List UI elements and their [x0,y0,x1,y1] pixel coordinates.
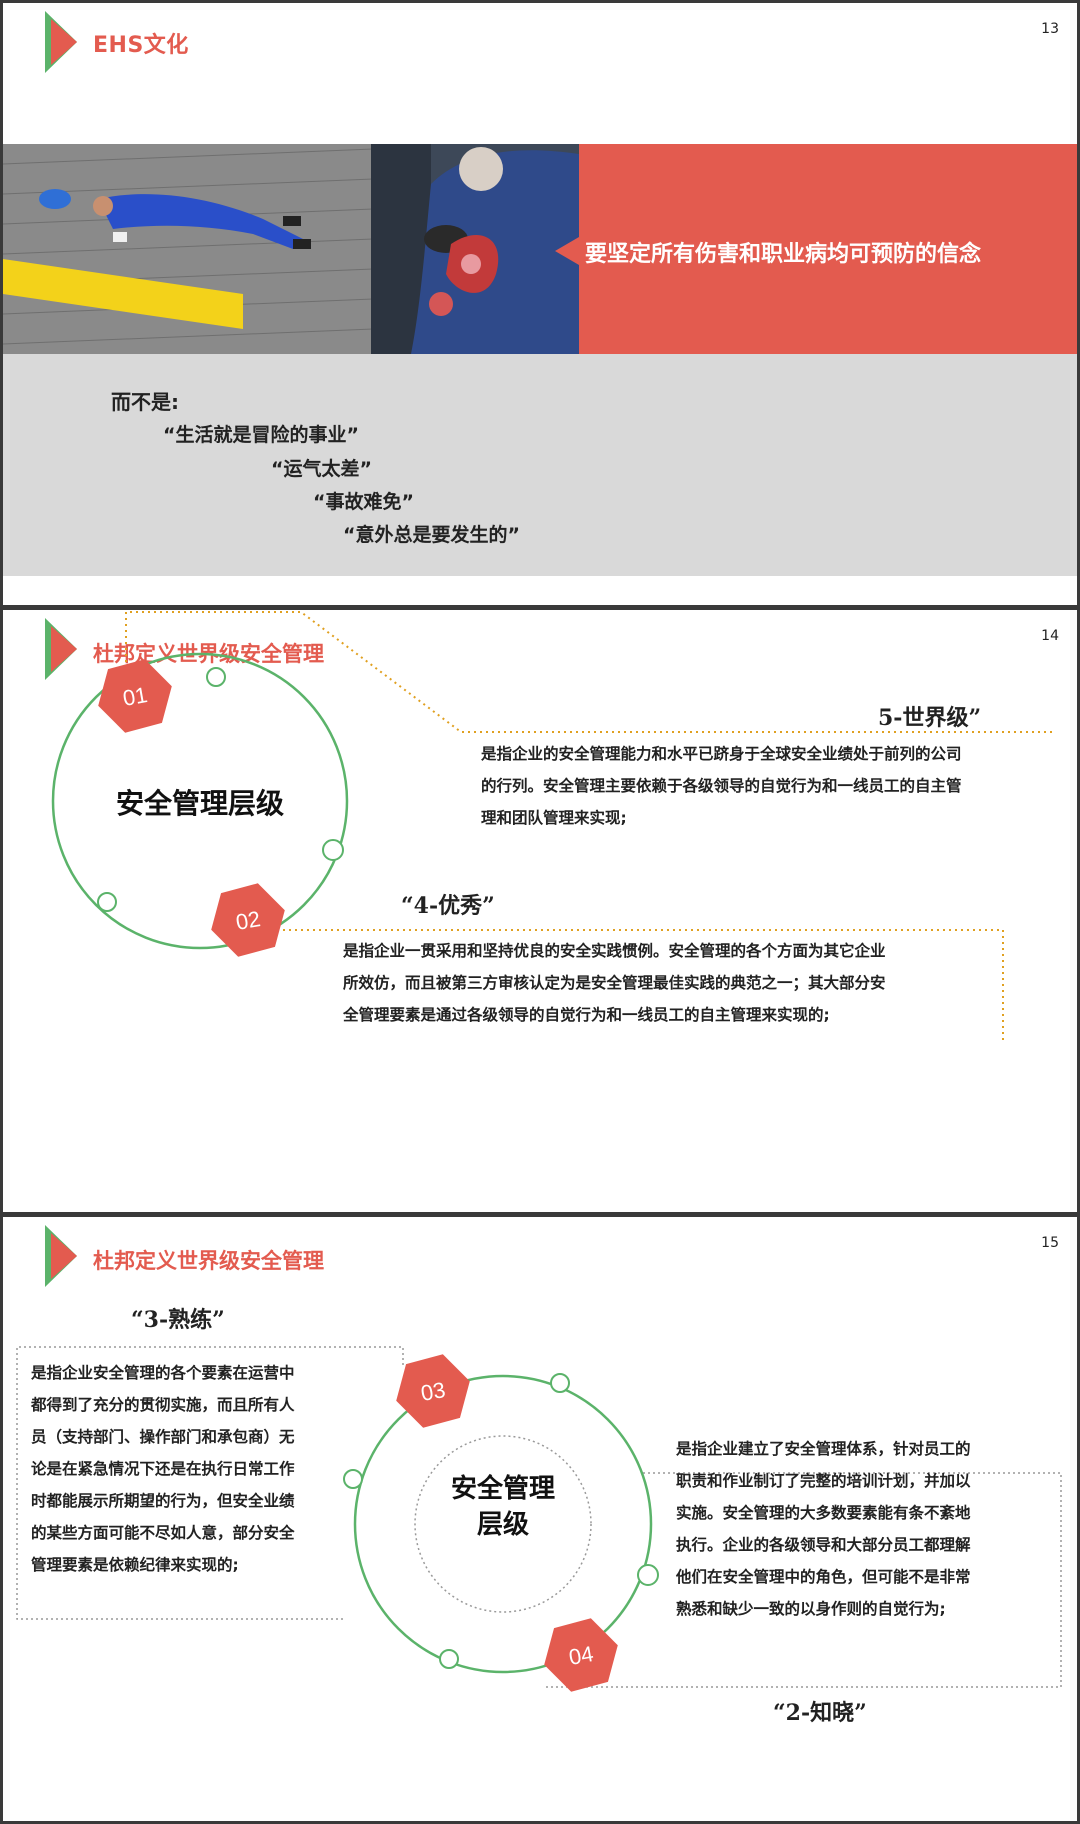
level3-line: 是指企业安全管理的各个要素在运营中 [31,1364,295,1382]
quote-4: “意外总是要发生的” [343,524,520,546]
ring-node [343,1469,363,1489]
brand-logo-icon [45,618,77,680]
hexagon-04: 04 [544,1618,618,1692]
hexagon-01-label: 01 [121,682,149,711]
level5-line: 是指企业的安全管理能力和水平已跻身于全球安全业绩处于前列的公司 [481,745,962,763]
inner-ring [414,1435,592,1613]
level2-line: 职责和作业制订了完整的培训计划，并加以 [676,1472,971,1490]
ring-node [97,892,117,912]
ring-node [322,839,344,861]
banner-text: 要坚定所有伤害和职业病均可预防的信念 [585,242,982,267]
level3-line: 的某些方面可能不尽如人意，部分安全 [31,1524,295,1542]
level2-box [543,1472,1062,1688]
level3-line: 员（支持部门、操作部门和承包商）无 [31,1428,295,1446]
bleeding-arm-photo [371,144,579,354]
level-ring [353,1374,653,1674]
level2-line: 是指企业建立了安全管理体系，针对员工的 [676,1440,971,1458]
circle-title: 安全管理层级 [115,787,284,820]
hexagon-04-label: 04 [567,1641,595,1670]
circle-title-line: 安全管理 [450,1474,555,1504]
level2-text: 是指企业建立了安全管理体系，针对员工的 职责和作业制订了完整的培训计划，并加以 … [676,1433,1056,1625]
hexagon-02-label: 02 [234,906,262,935]
level3-line: 都得到了充分的贯彻实施，而且所有人 [31,1396,295,1414]
level5-text: 是指企业的安全管理能力和水平已跻身于全球安全业绩处于前列的公司 的行列。安全管理… [481,738,1051,834]
level3-line: 管理要素是依赖纪律来实现的; [31,1556,239,1574]
level3-line: 论是在紧急情况下还是在执行日常工作 [31,1460,295,1478]
level-diagram: 03 04 [16,1346,1062,1692]
ring-node [550,1373,570,1393]
page-number: 14 [1041,628,1059,644]
level3-title: “3-熟练” [131,1307,225,1333]
slide-title: 杜邦定义世界级安全管理 [93,1249,324,1273]
brand-logo-icon [45,11,77,73]
level5-title: 5-世界级” [878,705,982,731]
level2-title: “2-知晓” [773,1700,867,1726]
ring-node [206,667,226,687]
brand-name: EHS文化 [93,33,189,58]
level-ring [51,652,349,950]
banner-pointer [555,237,579,265]
connector-level4 [265,929,1004,1040]
circle-title: 安全管理 层级 [423,1471,583,1543]
quotes-panel: 而不是: “生活就是冒险的事业” “运气太差” “事故难免” “意外总是要发生的… [3,354,1077,576]
quote-1: “生活就是冒险的事业” [163,424,359,446]
level4-title: “4-优秀” [401,893,495,919]
quote-2: “运气太差” [271,458,372,480]
quote-3: “事故难免” [313,491,414,513]
connector-level5 [125,611,1055,733]
page-number: 13 [1041,21,1059,37]
level5-line: 理和团队管理来实现; [481,809,627,827]
level4-line: 是指企业一贯采用和坚持优良的安全实践惯例。安全管理的各个方面为其它企业 [343,942,886,960]
level4-text: 是指企业一贯采用和坚持优良的安全实践惯例。安全管理的各个方面为其它企业 所效仿，… [343,935,993,1031]
ring-node [637,1564,659,1586]
level2-line: 实施。安全管理的大多数要素能有条不紊地 [676,1504,971,1522]
level4-line: 所效仿，而且被第三方审核认定为是安全管理最佳实践的典范之一；其大部分安 [343,974,886,992]
level3-box [16,1346,404,1620]
hexagon-02: 02 [211,883,285,957]
not-title: 而不是: [111,390,179,414]
slide-15: 杜邦定义世界级安全管理 15 03 04 安全管理 层级 “3-熟练” 是指企业… [3,1217,1077,1821]
level5-line: 的行列。安全管理主要依赖于各级领导的自觉行为和一线员工的自主管 [481,777,962,795]
slide-14: 杜邦定义世界级安全管理 14 01 02 安全管理层级 5-世界级” 是指企业的… [3,610,1077,1212]
level-diagram: 01 02 [51,611,1055,1040]
level3-text: 是指企业安全管理的各个要素在运营中 都得到了充分的贯彻实施，而且所有人 员（支持… [31,1357,351,1581]
circle-title-line: 层级 [476,1510,529,1540]
level2-line: 执行。企业的各级领导和大部分员工都理解 [676,1536,971,1554]
hexagon-03: 03 [396,1354,470,1428]
page-number: 15 [1041,1235,1059,1251]
level4-line: 全管理要素是通过各级领导的自觉行为和一线员工的自主管理来实现的; [343,1006,830,1024]
level3-line: 时都能展示所期望的行为，但安全业绩 [31,1492,295,1510]
brand-logo-icon [45,1225,77,1287]
hexagon-01: 01 [98,659,172,733]
level2-line: 熟悉和缺少一致的以身作则的自觉行为; [676,1600,946,1618]
injured-worker-photo [3,144,373,354]
slide-13: EHS文化 13 要坚定所有伤害和职业病均可预防的信念 而不是: “生活就是冒险 [3,3,1077,605]
red-banner: 要坚定所有伤害和职业病均可预防的信念 [579,144,1077,354]
ring-node [439,1649,459,1669]
level2-line: 他们在安全管理中的角色，但可能不是非常 [676,1568,971,1586]
hexagon-03-label: 03 [419,1377,447,1406]
